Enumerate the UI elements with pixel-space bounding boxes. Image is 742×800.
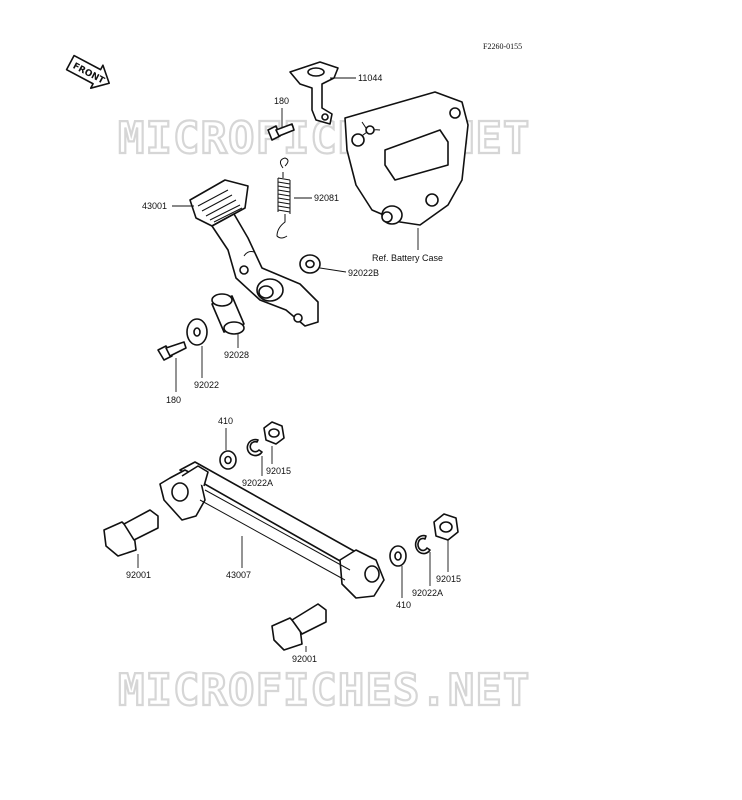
bolt-92001-lower (271, 603, 327, 651)
bushing-92028 (211, 293, 245, 335)
drawing-code: F2260-0155 (483, 42, 522, 51)
label-92022: 92022 (194, 380, 219, 390)
label-92022A-right: 92022A (412, 588, 443, 598)
label-92028: 92028 (224, 350, 249, 360)
spring-92081 (276, 157, 291, 239)
bolt-92001-left (103, 509, 159, 557)
nut-92015-right (433, 513, 459, 541)
bolt-180-top (267, 123, 295, 141)
label-180-top: 180 (274, 96, 289, 106)
label-180-bottom: 180 (166, 395, 181, 405)
front-arrow-icon: FRONT (65, 54, 110, 89)
label-92001-left: 92001 (126, 570, 151, 580)
clip-92022A-right (414, 534, 431, 555)
label-43001: 43001 (142, 201, 167, 211)
label-410-right: 410 (396, 600, 411, 610)
clip-92022A-top (246, 438, 263, 457)
label-92015-top: 92015 (266, 466, 291, 476)
washer-410-top (219, 450, 237, 470)
leader-lines (137, 77, 449, 652)
washer-92022 (186, 318, 208, 346)
battery-case-bracket (344, 91, 469, 226)
label-410-top: 410 (218, 416, 233, 426)
label-92081: 92081 (314, 193, 339, 203)
washer-410-right (389, 545, 407, 567)
rod-43007 (159, 461, 385, 599)
bracket-11044 (289, 61, 339, 125)
label-92001-lower: 92001 (292, 654, 317, 664)
label-92022B: 92022B (348, 268, 379, 278)
label-11044: 11044 (358, 73, 382, 83)
label-92015-right: 92015 (436, 574, 461, 584)
watermark-bottom: MICROFICHES.NET (118, 665, 530, 716)
label-92022A-top: 92022A (242, 478, 273, 488)
nut-92015-top (263, 421, 285, 445)
label-43007: 43007 (226, 570, 251, 580)
bolt-180-bottom (157, 341, 187, 361)
label-battery-case: Ref. Battery Case (372, 253, 443, 263)
washer-92022B (299, 254, 321, 274)
brake-pedal-43001 (189, 179, 319, 327)
